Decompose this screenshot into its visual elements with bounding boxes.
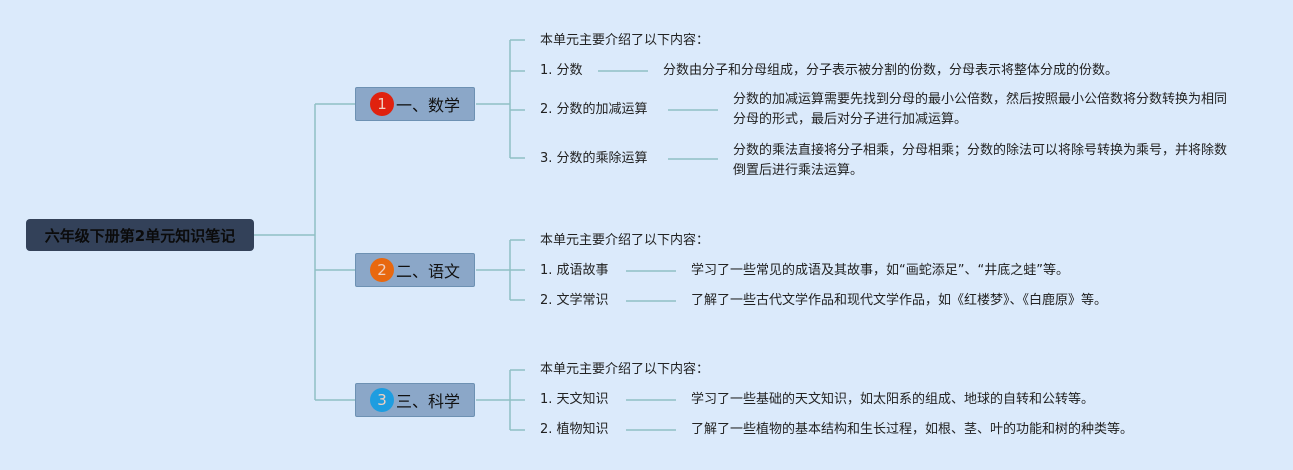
subject-label: 二、语文 [395, 262, 460, 281]
topic-node[interactable]: 1. 成语故事 [540, 263, 609, 278]
topic-node[interactable]: 2. 分数的加减运算 [540, 102, 648, 117]
intro-text[interactable]: 本单元主要介绍了以下内容： [540, 362, 710, 377]
topic-detail[interactable]: 了解了一些植物的基本结构和生长过程，如根、茎、叶的功能和树的种类等。 [691, 422, 1134, 437]
subject-node-math[interactable]: 1 一、数学 [355, 87, 475, 121]
root-node[interactable]: 六年级下册第2单元知识笔记 [26, 219, 254, 251]
topic-detail[interactable]: 分数的加减运算需要先找到分母的最小公倍数，然后按照最小公倍数将分数转换为相同分母… [733, 92, 1228, 127]
subject-node-science[interactable]: 3 三、科学 [355, 383, 475, 417]
priority-1-icon: 1 [369, 92, 394, 116]
subject-node-chinese[interactable]: 2 二、语文 [355, 253, 475, 287]
topic-detail[interactable]: 分数由分子和分母组成，分子表示被分割的份数，分母表示将整体分成的份数。 [663, 63, 1119, 78]
subject-label: 三、科学 [395, 392, 460, 411]
priority-2-icon: 2 [369, 258, 394, 282]
topic-node[interactable]: 3. 分数的乘除运算 [540, 151, 648, 166]
priority-3-icon: 3 [369, 388, 394, 412]
topic-detail[interactable]: 学习了一些常见的成语及其故事，如“画蛇添足”、“井底之蛙”等。 [691, 263, 1069, 278]
subject-label: 一、数学 [395, 96, 460, 115]
root-title: 六年级下册第2单元知识笔记 [44, 226, 236, 245]
intro-text[interactable]: 本单元主要介绍了以下内容： [540, 233, 710, 248]
topic-node[interactable]: 1. 天文知识 [540, 392, 609, 407]
topic-node[interactable]: 1. 分数 [540, 63, 583, 78]
topic-detail[interactable]: 学习了一些基础的天文知识，如太阳系的组成、地球的自转和公转等。 [691, 392, 1095, 407]
topic-node[interactable]: 2. 植物知识 [540, 422, 609, 437]
topic-detail[interactable]: 了解了一些古代文学作品和现代文学作品，如《红楼梦》、《白鹿原》等。 [691, 293, 1108, 308]
topic-detail[interactable]: 分数的乘法直接将分子相乘，分母相乘；分数的除法可以将除号转换为乘号，并将除数倒置… [733, 143, 1228, 178]
intro-text[interactable]: 本单元主要介绍了以下内容： [540, 33, 710, 48]
topic-node[interactable]: 2. 文学常识 [540, 293, 609, 308]
